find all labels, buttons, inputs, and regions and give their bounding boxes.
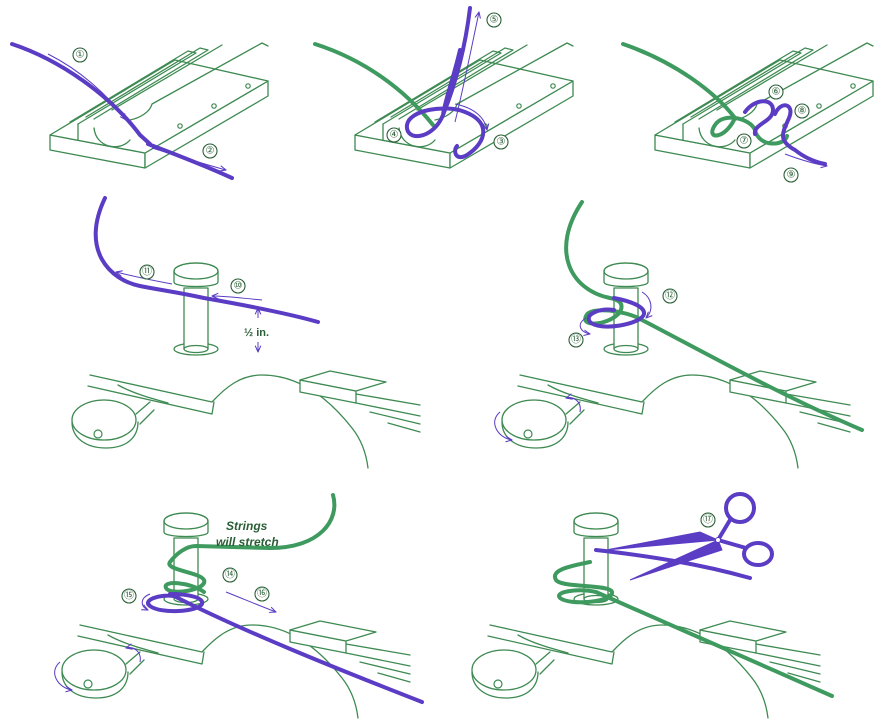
panel-step-17: ⑰ bbox=[471, 492, 834, 719]
panel-step-12-13: ⑫ ⑬ bbox=[494, 200, 864, 469]
string-purple-p6 bbox=[146, 592, 424, 704]
arrow-step-15 bbox=[142, 593, 151, 610]
arrow-step-5 bbox=[454, 12, 479, 123]
note-line-2: will stretch bbox=[216, 535, 279, 549]
arrow-step-1 bbox=[47, 53, 126, 120]
panel-step-14-16: Strings will stretch ⑭ ⑮ ⑯ bbox=[54, 493, 424, 719]
step-marker-2: ② bbox=[202, 143, 218, 159]
svg-text:④: ④ bbox=[390, 130, 399, 141]
arrow-step-3 bbox=[454, 103, 487, 130]
svg-text:①: ① bbox=[76, 50, 85, 61]
string-purple-p1-exit bbox=[146, 142, 234, 180]
step-marker-14: ⑭ bbox=[222, 567, 238, 583]
arrow-step-16 bbox=[225, 591, 276, 612]
scissors-icon bbox=[605, 492, 774, 581]
panel-step-6-9: ⑥ ⑦ ⑧ ⑨ bbox=[621, 42, 874, 183]
panel-step-1-2: ① ② bbox=[10, 42, 269, 180]
knob-rotation-arrow-4 bbox=[126, 648, 141, 663]
svg-text:⑬: ⑬ bbox=[571, 334, 581, 346]
svg-text:⑫: ⑫ bbox=[665, 290, 675, 302]
step-marker-1: ① bbox=[72, 47, 88, 63]
step-marker-10: ⑩ bbox=[230, 278, 246, 294]
svg-text:⑥: ⑥ bbox=[772, 87, 781, 98]
string-purple-p2 bbox=[405, 6, 486, 160]
step-marker-15: ⑮ bbox=[121, 588, 137, 604]
panel-step-10-11: ½ in. ⑪ ⑩ bbox=[71, 196, 421, 469]
arrow-step-9 bbox=[784, 153, 827, 166]
svg-text:⑦: ⑦ bbox=[740, 136, 749, 147]
svg-text:⑭: ⑭ bbox=[225, 569, 235, 581]
string-green-p3 bbox=[621, 42, 789, 146]
step-marker-16: ⑯ bbox=[254, 586, 270, 602]
knob-rotation-arrow-3 bbox=[54, 661, 72, 690]
note-line-1: Strings bbox=[226, 519, 268, 533]
knob-rotation-arrow-1 bbox=[494, 411, 512, 440]
string-green-p5 bbox=[564, 200, 864, 432]
string-purple-p4 bbox=[93, 196, 320, 324]
step-marker-11: ⑪ bbox=[139, 264, 155, 280]
string-green-p6 bbox=[163, 493, 337, 594]
svg-text:⑤: ⑤ bbox=[490, 15, 499, 26]
step-marker-6: ⑥ bbox=[768, 84, 784, 100]
step-marker-17: ⑰ bbox=[700, 512, 716, 528]
step-marker-9: ⑨ bbox=[783, 167, 799, 183]
step-marker-7: ⑦ bbox=[736, 133, 752, 149]
svg-text:⑮: ⑮ bbox=[124, 590, 134, 602]
knob-rotation-arrow-2 bbox=[566, 398, 581, 413]
step-marker-5: ⑤ bbox=[486, 12, 502, 28]
svg-text:⑯: ⑯ bbox=[257, 588, 267, 600]
svg-text:⑩: ⑩ bbox=[234, 281, 243, 292]
string-purple-p5 bbox=[586, 296, 646, 329]
arrow-step-13 bbox=[579, 317, 590, 334]
svg-text:⑧: ⑧ bbox=[798, 106, 807, 117]
panel-step-3-5: ⑤ ④ ③ bbox=[313, 6, 574, 169]
string-green-p7 bbox=[553, 560, 834, 698]
string-purple-p1 bbox=[10, 42, 152, 146]
step-marker-4: ④ bbox=[386, 127, 402, 143]
arrow-step-2 bbox=[151, 147, 226, 170]
arrow-step-11 bbox=[116, 272, 173, 285]
measure-label: ½ in. bbox=[244, 327, 269, 339]
svg-text:⑰: ⑰ bbox=[703, 514, 713, 526]
arrow-step-10 bbox=[212, 296, 263, 301]
arrow-step-12 bbox=[641, 291, 651, 318]
step-marker-3: ③ bbox=[493, 134, 509, 150]
svg-text:③: ③ bbox=[497, 137, 506, 148]
svg-text:②: ② bbox=[206, 146, 215, 157]
svg-text:⑪: ⑪ bbox=[142, 266, 152, 278]
step-marker-8: ⑧ bbox=[794, 103, 810, 119]
string-purple-p3 bbox=[743, 99, 827, 166]
step-marker-13: ⑬ bbox=[568, 332, 584, 348]
step-marker-12: ⑫ bbox=[662, 288, 678, 304]
svg-text:⑨: ⑨ bbox=[787, 170, 796, 181]
